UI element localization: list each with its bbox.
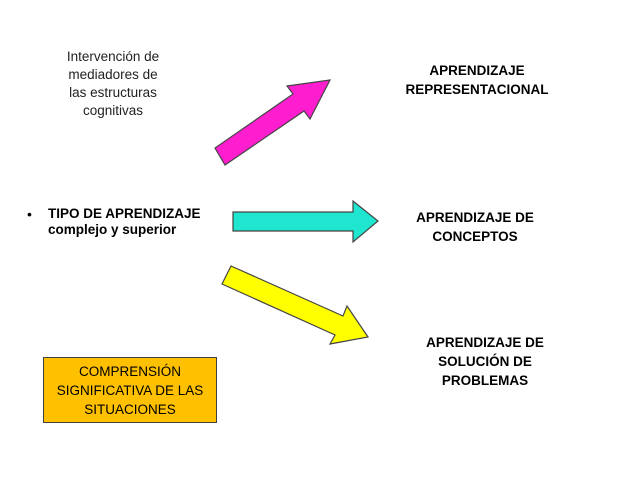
label-representacional: APRENDIZAJE REPRESENTACIONAL — [404, 61, 550, 99]
box-line: SIGNIFICATIVA DE LAS — [56, 382, 204, 398]
note-line: mediadores de — [68, 67, 158, 82]
note-line: cognitivas — [82, 103, 144, 118]
label-line: CONCEPTOS — [432, 229, 518, 244]
arrow-to-conceptos — [232, 199, 379, 244]
tipo-aprendizaje-bullet: TIPO DE APRENDIZAJE complejo y superior — [48, 206, 201, 238]
label-line: SOLUCIÓN DE — [438, 354, 532, 369]
bullet-marker: • — [27, 206, 32, 222]
label-solucion: APRENDIZAJE DE SOLUCIÓN DE PROBLEMAS — [420, 333, 550, 390]
box-line: COMPRENSIÓN — [78, 363, 181, 379]
note-line: Intervención de — [66, 49, 160, 64]
box-line: SITUACIONES — [84, 401, 176, 417]
bullet-line: TIPO DE APRENDIZAJE — [48, 206, 201, 221]
note-line: las estructuras — [69, 85, 157, 100]
label-line: APRENDIZAJE DE — [416, 210, 534, 225]
label-conceptos: APRENDIZAJE DE CONCEPTOS — [408, 208, 542, 246]
arrow-to-solucion — [221, 265, 370, 345]
label-line: PROBLEMAS — [441, 373, 529, 388]
label-line: APRENDIZAJE — [429, 63, 525, 78]
label-line: APRENDIZAJE DE — [426, 335, 544, 350]
mediadores-note: Intervención de mediadores de las estruc… — [52, 48, 174, 120]
bullet-line: complejo y superior — [48, 222, 177, 237]
arrow-to-representacional — [214, 79, 332, 166]
label-line: REPRESENTACIONAL — [405, 82, 549, 97]
comprension-box: COMPRENSIÓN SIGNIFICATIVA DE LAS SITUACI… — [43, 357, 217, 423]
